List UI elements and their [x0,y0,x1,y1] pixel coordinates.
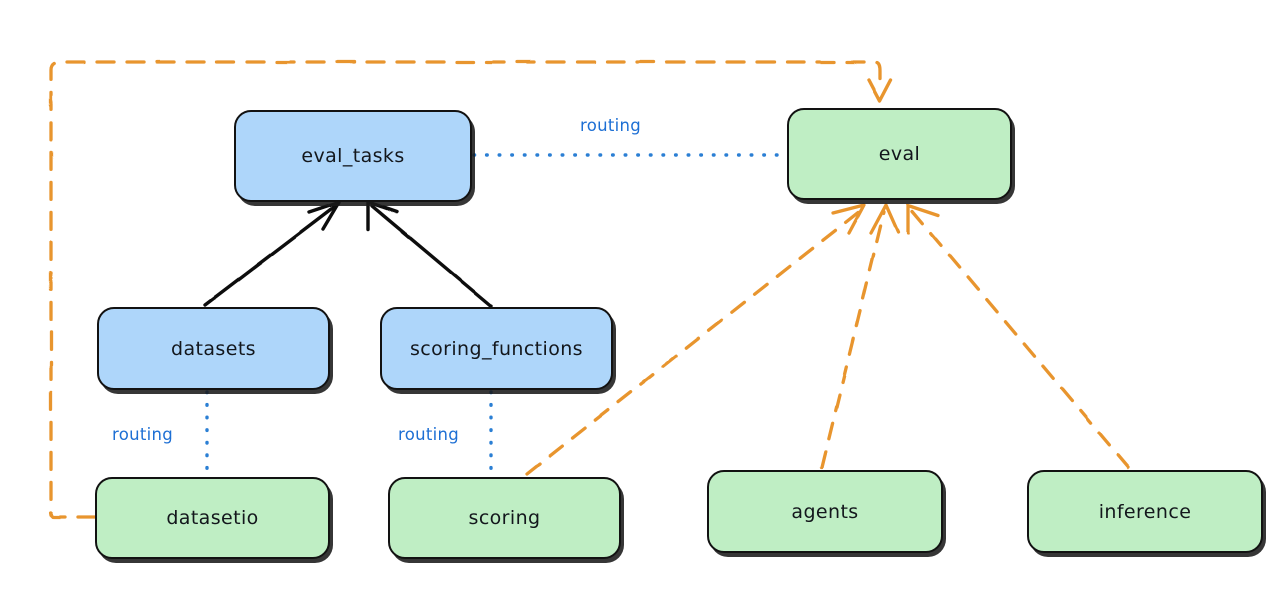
node-inference[interactable]: inference [1027,470,1266,557]
node-label: scoring_functions [410,337,583,360]
edge-agents-to-eval [820,203,900,469]
edge-scoring_functions-to-eval_tasks [366,200,493,308]
node-label: datasetio [166,507,259,529]
node-label: agents [791,500,859,523]
node-scoring[interactable]: scoring [388,477,624,563]
node-face [380,307,613,390]
node-face [388,477,621,559]
node-face [787,108,1012,200]
node-label: datasets [171,337,256,360]
node-label: eval_tasks [301,145,405,167]
edge-label-routing-eval: routing [580,116,642,135]
node-face [1027,470,1263,553]
edge-label-routing-scoring: routing [398,425,460,444]
node-label: inference [1098,500,1192,523]
node-face [97,307,330,390]
node-face [234,110,472,202]
node-eval_tasks[interactable]: eval_tasks [234,110,475,206]
edge-datasets-to-eval_tasks [203,200,341,307]
node-scoring_functions[interactable]: scoring_functions [380,307,616,394]
edge-scoring-to-eval [525,203,866,476]
node-datasetio[interactable]: datasetio [95,477,333,563]
node-face [707,470,943,553]
node-label: eval [878,143,921,165]
node-label: scoring [468,507,541,529]
edge-label-routing-datasetio: routing [112,425,174,444]
node-eval[interactable]: eval [787,108,1015,204]
node-agents[interactable]: agents [707,470,946,557]
edge-datasetio-to-eval [49,60,893,519]
node-datasets[interactable]: datasets [97,307,333,394]
node-face [95,477,330,559]
edge-inference-to-eval [906,203,1130,469]
